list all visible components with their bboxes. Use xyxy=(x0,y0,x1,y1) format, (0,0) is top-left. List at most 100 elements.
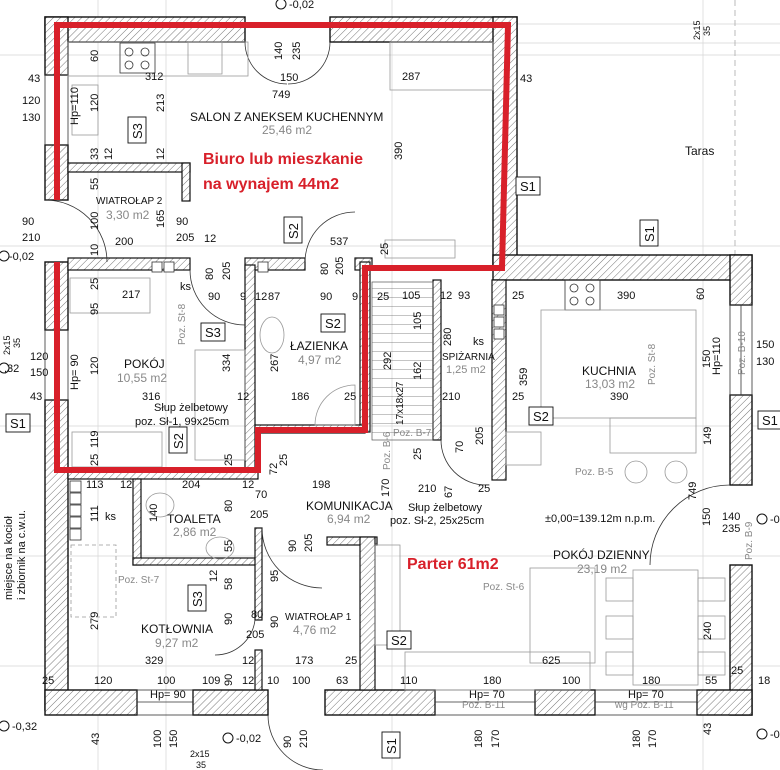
dimension-label: 109 xyxy=(202,675,220,687)
dimension-label: 205 xyxy=(246,629,264,641)
section-marker-label: S1 xyxy=(762,413,778,428)
dimension-label: 12 xyxy=(242,479,254,491)
room-area-spizarnia: 1,25 m2 xyxy=(446,364,486,376)
dimension-label: 87 xyxy=(268,291,280,303)
dimension-label: 165 xyxy=(155,210,167,228)
furniture xyxy=(67,41,726,691)
dimension-label: 749 xyxy=(687,482,699,500)
dimension-label: 12 xyxy=(242,655,254,667)
section-marker-box xyxy=(127,116,147,144)
position-reference: Poz. St-7 xyxy=(118,575,160,586)
dimension-label: 150 xyxy=(701,350,713,368)
level-value: -0,02 xyxy=(9,251,34,263)
dimension-label: 55 xyxy=(223,540,235,552)
notes: Słup żelbetowy poz. Sł-1, 99x25cm Słup ż… xyxy=(2,20,712,770)
stairs-label: 17x18x27 xyxy=(395,381,406,425)
position-reference: Poz. St-8 xyxy=(177,303,188,345)
dimension-label: 267 xyxy=(269,354,281,372)
room-area-kotlownia: 9,27 m2 xyxy=(155,636,199,650)
dimension-label: 100 xyxy=(152,730,164,748)
dimension-label: 25 xyxy=(377,291,389,303)
dimension-label: 25 xyxy=(278,454,290,466)
dimension-label: 111 xyxy=(89,505,101,522)
room-area-lazienka: 4,97 m2 xyxy=(298,353,342,367)
dimension-label: 240 xyxy=(702,622,714,640)
dimension-label: 80 xyxy=(319,263,331,275)
door-swings xyxy=(44,41,731,770)
room-name-salon: SALON Z ANEKSEM KUCHENNYM xyxy=(190,110,383,124)
column-note-2a: Słup żelbetowy xyxy=(408,502,482,514)
sill-height-label: Hp=110 xyxy=(711,337,723,375)
section-marker-box xyxy=(639,219,659,247)
dimension-label: 90 xyxy=(223,674,235,686)
level-value: -0,02 xyxy=(289,0,314,11)
ks-label-1: ks xyxy=(180,281,192,293)
side-step-a: 2x15 xyxy=(2,335,12,355)
column-note-1a: Słup żelbetowy xyxy=(154,402,228,414)
position-reference: Poz. B-11 xyxy=(462,700,506,711)
dimension-label: 162 xyxy=(412,362,424,380)
section-marker-box xyxy=(381,731,401,759)
dimension-label: 205 xyxy=(334,257,346,275)
dimension-label: 198 xyxy=(312,479,330,491)
dimension-label: 150 xyxy=(280,72,298,84)
section-marker-label: S1 xyxy=(520,179,536,194)
dimension-label: 210 xyxy=(418,483,436,495)
entry-step-b: 35 xyxy=(196,760,206,770)
dimension-label: 279 xyxy=(89,612,101,630)
ks-label-2: ks xyxy=(473,336,485,348)
ks-label-3: ks xyxy=(105,511,117,523)
level-marker-icon xyxy=(0,362,10,374)
room-name-kotlownia: KOTŁOWNIA xyxy=(141,622,213,636)
terrace-step-a: 2x15 xyxy=(692,20,702,40)
level-marker-icon xyxy=(756,728,768,740)
dimension-label: 90 xyxy=(208,291,220,303)
position-reference: wg Poz. B-11 xyxy=(614,700,674,711)
dimension-label: 537 xyxy=(330,236,348,248)
dimension-label: 235 xyxy=(722,523,740,535)
position-reference: Poz. St-6 xyxy=(483,582,525,593)
dimension-label: 140 xyxy=(148,504,160,522)
dimension-label: 205 xyxy=(303,534,315,552)
dimension-label: 186 xyxy=(291,391,309,403)
section-marker-label: S1 xyxy=(642,226,657,242)
dimension-label: 33 xyxy=(89,148,101,160)
dimension-label: 316 xyxy=(142,391,160,403)
dimension-label: 90 xyxy=(282,736,294,748)
dimension-label: 120 xyxy=(89,94,101,112)
dimension-label: 210 xyxy=(298,730,310,748)
section-marker-box xyxy=(757,410,780,430)
dimension-label: 180 xyxy=(642,675,660,687)
dimension-label: 25 xyxy=(345,655,357,667)
dimension-label: 217 xyxy=(122,289,140,301)
dimension-label: 100 xyxy=(157,675,175,687)
dimension-label: 390 xyxy=(393,142,405,160)
dimension-label: 110 xyxy=(400,675,418,687)
dimension-label: 100 xyxy=(292,675,310,687)
dimension-label: 80 xyxy=(204,268,216,280)
dimension-label: 90 xyxy=(320,291,332,303)
level-marker-icon xyxy=(275,0,287,10)
dimension-label: 90 xyxy=(22,216,34,228)
dimension-label: 12 xyxy=(255,291,267,303)
dimension-label: 12 xyxy=(120,479,132,491)
dimension-label: 25 xyxy=(512,290,524,302)
level-value: -0,0 xyxy=(770,729,780,741)
boiler-note-a: miejsce na kocioł xyxy=(3,516,15,600)
dimension-label: 120 xyxy=(94,675,112,687)
position-reference: Poz. B-10 xyxy=(737,331,748,375)
dimension-label: 173 xyxy=(295,655,313,667)
dimension-label: 25 xyxy=(42,675,54,687)
dimension-label: 25 xyxy=(512,391,524,403)
dimension-label: 180 xyxy=(631,730,643,748)
cooktop-salon xyxy=(119,42,156,74)
position-reference: Poz. St-8 xyxy=(647,343,658,385)
room-area-kuchnia: 13,03 m2 xyxy=(585,377,635,391)
dimension-label: 205 xyxy=(176,232,194,244)
dimension-label: 43 xyxy=(30,391,42,403)
column-note-1b: poz. Sł-1, 99x25cm xyxy=(135,416,229,428)
dimension-label: 10 xyxy=(267,675,279,687)
dimension-label: 9 xyxy=(240,291,246,303)
dimension-label: 180 xyxy=(483,675,501,687)
dimension-label: 292 xyxy=(382,352,394,370)
